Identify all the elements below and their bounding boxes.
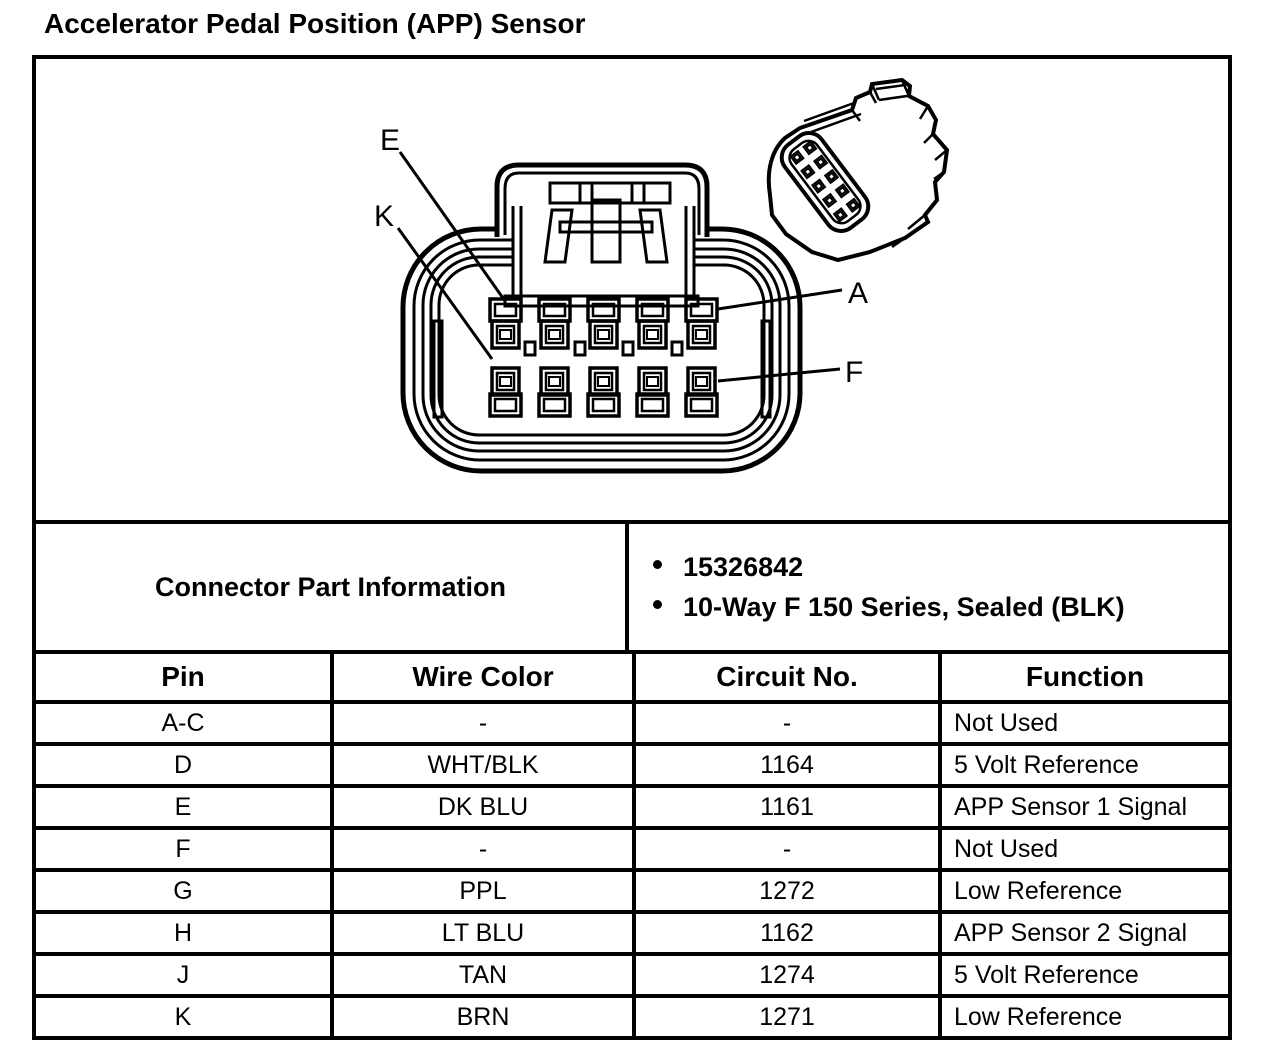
leader-line-a <box>717 288 843 311</box>
leader-line-k <box>396 227 494 360</box>
function-cell: Not Used <box>942 830 1228 868</box>
circuit-cell: 1274 <box>636 956 938 994</box>
connector-front-view <box>400 162 803 474</box>
pin-cell: F <box>36 830 330 868</box>
pin-callouts: E K A F <box>374 124 868 389</box>
pin-label-e: E <box>380 124 400 157</box>
part-info-details: 15326842 10-Way F 150 Series, Sealed (BL… <box>629 524 1228 650</box>
part-info-row: Connector Part Information 15326842 10-W… <box>36 524 1228 650</box>
pin-label-k: K <box>374 200 394 233</box>
function-cell: APP Sensor 1 Signal <box>942 788 1228 826</box>
page-title: Accelerator Pedal Position (APP) Sensor <box>44 8 586 39</box>
circuit-cell: 1161 <box>636 788 938 826</box>
wire-cell: LT BLU <box>334 914 632 952</box>
pin-cell: D <box>36 746 330 784</box>
circuit-cell: 1271 <box>636 998 938 1036</box>
function-cell: 5 Volt Reference <box>942 956 1228 994</box>
connector-figure-box: E K A F <box>32 55 1232 1040</box>
bullet-icon <box>653 559 662 569</box>
part-series-item: 10-Way F 150 Series, Sealed (BLK) <box>651 587 1163 628</box>
pin-label-a: A <box>848 277 868 310</box>
circuit-cell: 1272 <box>636 872 938 910</box>
circuit-cell: - <box>636 704 938 742</box>
pin-cell: G <box>36 872 330 910</box>
column-header-pin: Pin <box>36 654 330 700</box>
function-cell: Not Used <box>942 704 1228 742</box>
pin-cell: A-C <box>36 704 330 742</box>
column-header-wire: Wire Color <box>334 654 632 700</box>
column-header-circuit: Circuit No. <box>636 654 938 700</box>
function-cell: 5 Volt Reference <box>942 746 1228 784</box>
wire-cell: WHT/BLK <box>334 746 632 784</box>
pin-label-f: F <box>845 356 863 389</box>
connector-isometric-view <box>766 77 950 263</box>
wire-cell: BRN <box>334 998 632 1036</box>
connector-diagram-svg: E K A F <box>374 77 950 474</box>
circuit-cell: 1164 <box>636 746 938 784</box>
pin-cell: J <box>36 956 330 994</box>
wire-cell: PPL <box>334 872 632 910</box>
pin-cell: K <box>36 998 330 1036</box>
circuit-cell: 1162 <box>636 914 938 952</box>
bullet-icon <box>653 600 662 609</box>
pin-cell: E <box>36 788 330 826</box>
pinout-table: Pin Wire Color Circuit No. Function A-C … <box>36 654 1228 1036</box>
connector-diagram: E K A F <box>36 59 1228 520</box>
part-number-item: 15326842 <box>651 547 1163 588</box>
pin-cell: H <box>36 914 330 952</box>
column-header-function: Function <box>942 654 1228 700</box>
function-cell: Low Reference <box>942 998 1228 1036</box>
wire-cell: - <box>334 830 632 868</box>
function-cell: Low Reference <box>942 872 1228 910</box>
circuit-cell: - <box>636 830 938 868</box>
leader-line-f <box>717 367 841 383</box>
part-number: 15326842 <box>683 551 804 582</box>
wire-cell: DK BLU <box>334 788 632 826</box>
wire-cell: TAN <box>334 956 632 994</box>
part-info-title: Connector Part Information <box>36 524 625 650</box>
part-series: 10-Way F 150 Series, Sealed (BLK) <box>683 592 1125 622</box>
part-info-list: 15326842 10-Way F 150 Series, Sealed (BL… <box>629 547 1228 628</box>
wire-cell: - <box>334 704 632 742</box>
leader-line-e <box>398 151 507 302</box>
function-cell: APP Sensor 2 Signal <box>942 914 1228 952</box>
